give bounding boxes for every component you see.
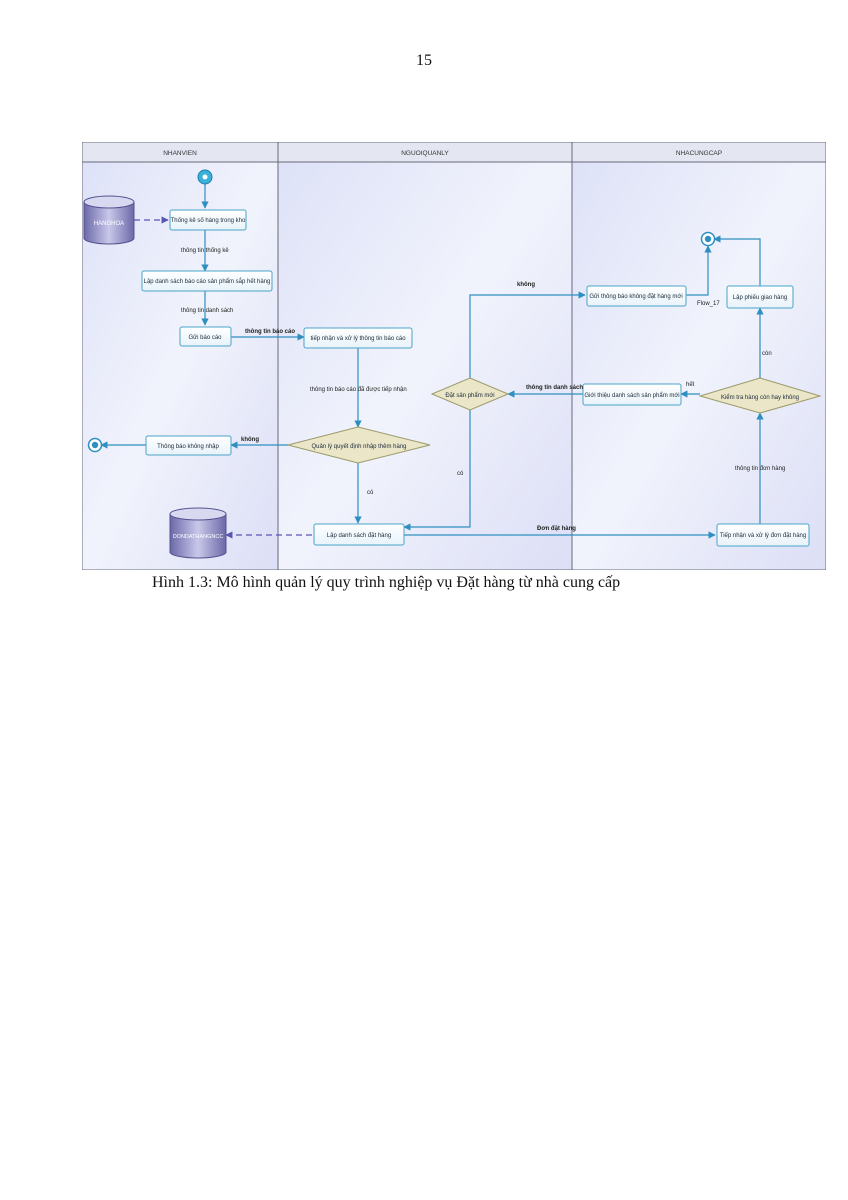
flow-label-co-1: có	[367, 490, 374, 496]
figure-caption: Hình 1.3: Mô hình quản lý quy trình nghi…	[152, 574, 621, 591]
end-node-left	[87, 437, 103, 453]
lane-title-nguoiquanly: NGUOIQUANLY	[401, 150, 449, 157]
datastore-hanghoa: HANGHOA	[83, 195, 135, 245]
datastore-dondathang: DONDATHANGNCC	[169, 507, 227, 559]
flow-label-baocao-tiepnhan: thông tin báo cáo đã được tiếp nhận	[310, 387, 407, 393]
activity-lap-phieugiao	[726, 285, 794, 309]
datastore-hanghoa-label: HANGHOA	[94, 221, 124, 227]
decision-kiemtra	[698, 377, 822, 414]
flow-lapphieu-to-end	[713, 235, 761, 286]
decision-kiemtra-label: Kiểm tra hàng còn hay không	[721, 394, 799, 401]
flow-label-con: còn	[762, 351, 772, 357]
activity-lap-dsdathang-label: Lập danh sách đặt hàng	[327, 533, 391, 539]
swimlane-nhacungcap: NHACUNGCAP	[571, 142, 826, 570]
flow-label-co-2: có	[457, 471, 464, 477]
activity-lap-phieugiao-label: Lập phiếu giao hàng	[733, 295, 787, 301]
activity-gioithieu-sp	[582, 383, 682, 406]
flow-label-het: hết	[686, 382, 695, 388]
flow-datspmoi-to-guitb	[469, 291, 586, 378]
flow-label-khong-2: không	[517, 282, 535, 288]
activity-tiepnhan-don-label: Tiếp nhận và xử lý đơn đặt hàng	[720, 532, 806, 539]
activity-lap-dsdathang	[313, 523, 405, 546]
page-number: 15	[416, 52, 432, 69]
flow-label-thongtin-danhsach-2: thông tin danh sách	[526, 385, 583, 391]
flow-label-thongtin-donhang: thông tin đơn hàng	[735, 466, 785, 472]
lane-title-nhacungcap: NHACUNGCAP	[676, 150, 722, 157]
flow-label-thongtin-baocao: thông tin báo cáo	[245, 329, 295, 335]
flow-guitb-to-end	[686, 245, 712, 296]
swimlane-nguoiquanly: NGUOIQUANLY	[277, 142, 573, 570]
decision-quyetdinh-label: Quản lý quyết định nhập thêm hàng	[311, 444, 406, 450]
activity-tiepnhan-baocao-label: tiếp nhận và xử lý thông tin báo cáo	[310, 335, 406, 342]
datastore-dondathang-label: DONDATHANGNCC	[173, 534, 224, 540]
decision-datspmoi	[430, 377, 510, 411]
activity-gui-tb-khongdat	[586, 285, 687, 307]
start-node	[197, 169, 213, 185]
business-process-diagram: NHANVIEN NGUOIQUANLY NHACUNGCAP	[82, 142, 826, 570]
activity-tiepnhan-baocao	[303, 327, 413, 349]
activity-lapdanhsach-baocao	[141, 270, 273, 292]
activity-gui-baocao	[179, 326, 232, 347]
activity-gioithieu-sp-label: Giới thiệu danh sách sản phẩm mới	[584, 392, 679, 399]
lane-title-nhanvien: NHANVIEN	[163, 150, 197, 157]
flow-datspmoi-to-lapdsdathang	[403, 410, 471, 531]
activity-thongbao-khongnhap-label: Thông báo không nhập	[157, 444, 219, 450]
end-node-right	[700, 231, 716, 247]
activity-tiepnhan-don	[716, 523, 810, 547]
flow-label-flow17: Flow_17	[697, 301, 720, 307]
decision-datspmoi-label: Đặt sản phẩm mới	[445, 392, 494, 399]
activity-gui-tb-khongdat-label: Gửi thông báo không đặt hàng mới	[589, 293, 682, 300]
flow-label-khong-1: không	[241, 437, 259, 443]
activity-thongbao-khongnhap	[145, 435, 232, 456]
flow-label-thongtin-danhsach: thông tin danh sách	[181, 308, 233, 314]
activity-thongke-label: Thống kê số hàng trong kho	[171, 218, 246, 224]
flow-label-thongtin-thongke: thông tin thống kê	[181, 248, 229, 254]
activity-thongke	[169, 209, 247, 231]
activity-gui-baocao-label: Gửi báo cáo	[188, 334, 222, 341]
decision-quyetdinh	[287, 426, 431, 464]
flow-label-don-dathang: Đơn đặt hàng	[537, 526, 576, 532]
activity-lapdanhsach-baocao-label: Lập danh sách báo cáo sản phẩm sắp hết h…	[144, 278, 271, 285]
